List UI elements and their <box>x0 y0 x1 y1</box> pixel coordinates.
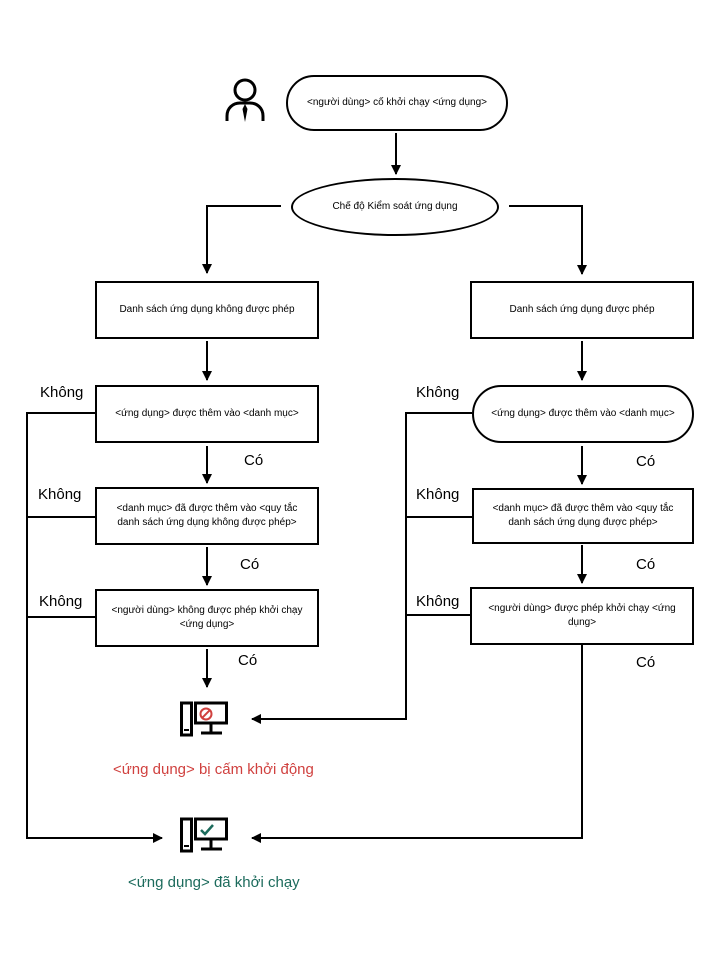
allowlist-node-text: Danh sách ứng dụng được phép <box>509 304 655 315</box>
user-icon <box>225 78 265 122</box>
left-check-category-in-rule: <danh mục> đã được thêm vào <quy tắc dan… <box>95 487 319 545</box>
left-check2-text: <danh mục> đã được thêm vào <quy tắc dan… <box>116 503 298 528</box>
right-yes-label-2: Có <box>636 556 656 573</box>
right-check1-text: <ứng dụng> được thêm vào <danh mục> <box>491 408 675 419</box>
left-yes-label-1: Có <box>244 452 264 469</box>
denylist-node: Danh sách ứng dụng không được phép <box>95 281 319 339</box>
right-no-label-3: Không <box>416 593 460 610</box>
right-check-user-allowed: <người dùng> được phép khởi chạy <ứng dụ… <box>470 587 694 645</box>
right-no-label-2: Không <box>416 486 460 503</box>
arrow-mode-to-denylist <box>202 205 281 274</box>
start-node: <người dùng> cố khởi chạy <ứng dụng> <box>286 75 508 131</box>
right-yes-label-3: Có <box>636 654 656 671</box>
right-yes-label-1: Có <box>636 453 656 470</box>
right-no-label-1: Không <box>416 384 460 401</box>
right-check-app-in-category: <ứng dụng> được thêm vào <danh mục> <box>472 385 694 443</box>
mode-node-text: Chế độ Kiểm soát ứng dụng <box>332 201 458 212</box>
left-check-user-not-allowed: <người dùng> không được phép khởi chạy <… <box>95 589 319 647</box>
left-yes-label-2: Có <box>240 556 260 573</box>
left-no-label-1: Không <box>40 384 84 401</box>
left-no-label-3: Không <box>39 593 83 610</box>
start-node-text: <người dùng> cố khởi chạy <ứng dụng> <box>307 97 487 108</box>
right-check2-text: <danh mục> đã được thêm vào <quy tắc dan… <box>492 503 674 528</box>
left-check1-text: <ứng dụng> được thêm vào <danh mục> <box>115 408 299 419</box>
left-yes-label-3: Có <box>238 652 258 669</box>
arrow-left-no-to-allowed <box>26 412 163 843</box>
left-no-label-2: Không <box>38 486 82 503</box>
arrow-right-no-to-blocked <box>251 412 472 724</box>
arrow-mode-to-allowlist <box>509 205 587 275</box>
computer-blocked-icon <box>180 701 228 737</box>
left-check3-text: <người dùng> không được phép khởi chạy <… <box>111 605 303 630</box>
arrow-right-yes-to-allowed <box>251 645 583 843</box>
denylist-node-text: Danh sách ứng dụng không được phép <box>119 304 295 315</box>
right-check-category-in-rule: <danh mục> đã được thêm vào <quy tắc dan… <box>472 488 694 544</box>
computer-allowed-icon <box>180 817 228 853</box>
allowlist-node: Danh sách ứng dụng được phép <box>470 281 694 339</box>
right-check3-text: <người dùng> được phép khởi chạy <ứng dụ… <box>488 603 676 628</box>
blocked-result-text: <ứng dụng> bị cấm khởi động <box>113 761 314 778</box>
left-check-app-in-category: <ứng dụng> được thêm vào <danh mục> <box>95 385 319 443</box>
allowed-result-text: <ứng dụng> đã khởi chạy <box>128 874 300 891</box>
mode-node: Chế độ Kiểm soát ứng dụng <box>291 178 499 236</box>
